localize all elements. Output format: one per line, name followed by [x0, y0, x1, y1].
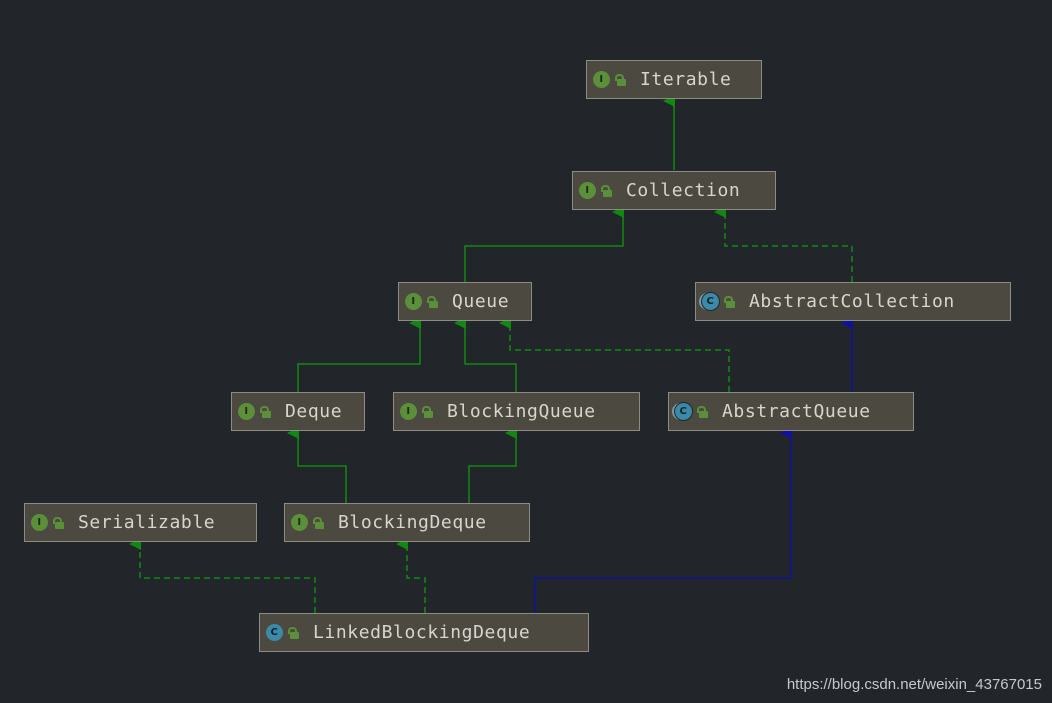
node-label: LinkedBlockingDeque [313, 622, 531, 643]
interface-icon: I [31, 514, 48, 531]
node-blocking-deque[interactable]: I BlockingDeque [284, 503, 530, 542]
public-access-icon [52, 516, 64, 530]
node-blocking-queue[interactable]: I BlockingQueue [393, 392, 640, 431]
abstract-class-icon: C [675, 403, 692, 420]
edge-blocking-deque-to-deque [287, 427, 347, 503]
interface-icon: I [579, 182, 596, 199]
watermark: https://blog.csdn.net/weixin_43767015 [786, 676, 1042, 693]
node-iterable[interactable]: I Iterable [586, 60, 762, 99]
node-label: AbstractCollection [749, 291, 955, 312]
public-access-icon [259, 405, 271, 419]
node-linked-blocking-deque[interactable]: C LinkedBlockingDeque [259, 613, 589, 652]
public-access-icon [426, 295, 438, 309]
node-abstract-collection[interactable]: C AbstractCollection [695, 282, 1011, 321]
edge-queue-to-collection [464, 206, 624, 282]
interface-icon: I [405, 293, 422, 310]
public-access-icon [600, 184, 612, 198]
interface-icon: I [238, 403, 255, 420]
node-deque[interactable]: I Deque [231, 392, 365, 431]
class-icon: C [266, 624, 283, 641]
node-label: BlockingQueue [447, 401, 596, 422]
node-collection[interactable]: I Collection [572, 171, 776, 210]
public-access-icon [614, 73, 626, 87]
node-queue[interactable]: I Queue [398, 282, 532, 321]
interface-icon: I [400, 403, 417, 420]
public-access-icon [287, 626, 299, 640]
edge-blocking-queue-to-queue [454, 317, 517, 392]
edge-abstract-collection-to-collection [714, 206, 853, 282]
node-label: BlockingDeque [338, 512, 487, 533]
public-access-icon [312, 516, 324, 530]
edge-linked-blocking-deque-to-serializable [129, 538, 316, 613]
edge-deque-to-queue [297, 317, 421, 392]
abstract-class-icon: C [702, 293, 719, 310]
interface-icon: I [291, 514, 308, 531]
node-serializable[interactable]: I Serializable [24, 503, 257, 542]
public-access-icon [421, 405, 433, 419]
edge-linked-blocking-deque-to-blocking-deque [396, 538, 426, 613]
interface-icon: I [593, 71, 610, 88]
node-label: Serializable [78, 512, 216, 533]
node-label: Iterable [640, 69, 732, 90]
node-label: Collection [626, 180, 741, 201]
node-label: Queue [452, 291, 510, 312]
edge-abstract-queue-to-queue [499, 317, 730, 392]
public-access-icon [696, 405, 708, 419]
edge-linked-blocking-deque-to-abstract-queue [534, 427, 792, 613]
node-label: AbstractQueue [722, 401, 871, 422]
edge-blocking-deque-to-blocking-queue [468, 427, 517, 503]
node-abstract-queue[interactable]: C AbstractQueue [668, 392, 914, 431]
public-access-icon [723, 295, 735, 309]
node-label: Deque [285, 401, 343, 422]
